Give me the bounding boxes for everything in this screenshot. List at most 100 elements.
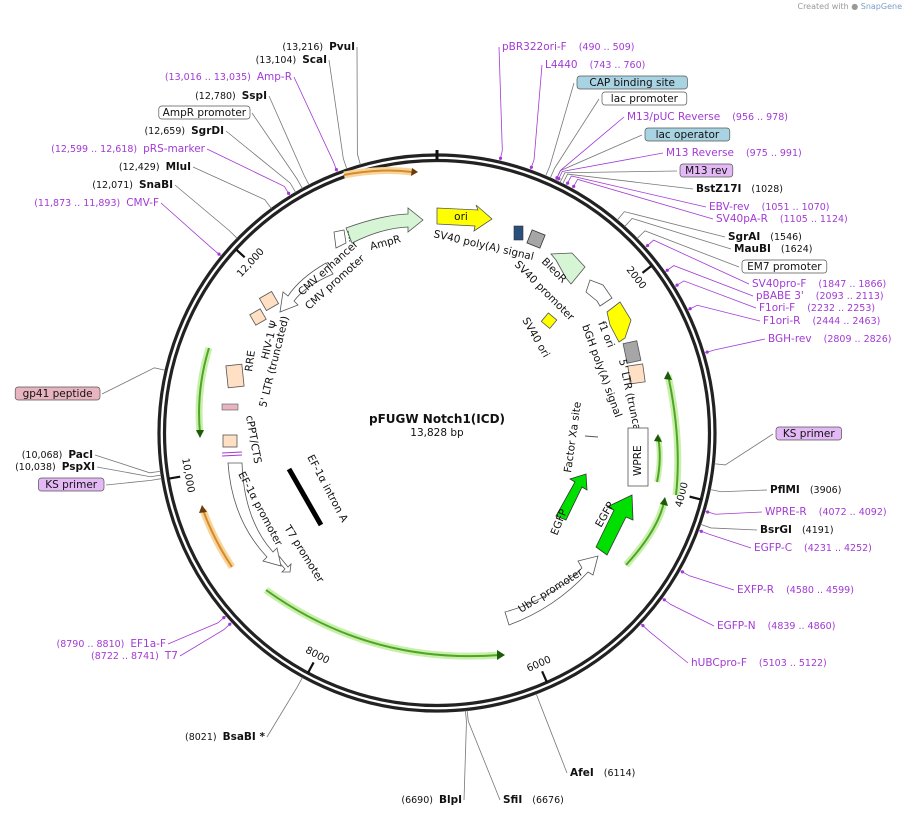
site-label-name: SgrDI (191, 125, 224, 137)
site-label-name: F1ori-R (763, 315, 800, 327)
feature-factor-xa-tick (584, 435, 599, 438)
feature-sv40pa-box (526, 229, 546, 249)
site-leader-line (640, 623, 689, 664)
site-label-box (679, 163, 734, 178)
site-leader-line (555, 134, 643, 181)
site-label-name: EGFP-C (754, 542, 792, 554)
site-label-coord: (12,780) (195, 91, 236, 102)
site-label-name: PvuI (329, 41, 355, 53)
svg-text:hUBCpro-F(5103 .. 5122): hUBCpro-F(5103 .. 5122) (691, 657, 827, 669)
svg-text:(12,071)SnaBI: (12,071)SnaBI (92, 179, 173, 191)
svg-text:M13/pUC Reverse(956 .. 978): M13/pUC Reverse(956 .. 978) (627, 111, 788, 123)
site-label: lac operator (644, 127, 731, 142)
site-label-coord: (1546) (770, 232, 802, 243)
site-label-coord: (6676) (532, 795, 564, 806)
site-leader-line (700, 523, 758, 531)
svg-text:(12,599 .. 12,618)pRS-marker: (12,599 .. 12,618)pRS-marker (51, 143, 206, 155)
site-leader-line (266, 677, 303, 738)
site-label: (12,780)SspI (195, 90, 267, 102)
site-label-box (601, 91, 688, 106)
feature-bgh-box (622, 340, 642, 364)
site-label-coord: (2093 .. 2113) (816, 291, 884, 302)
site-leader-line (636, 230, 740, 268)
feature-egfp-outer-arrow (595, 494, 634, 556)
feature-hiv-psi-box (258, 290, 280, 312)
svg-text:pBABE 3'(2093 .. 2113): pBABE 3'(2093 .. 2113) (756, 290, 884, 302)
site-label-name: BsrGI (760, 524, 792, 536)
site-label: KS primer (38, 477, 105, 492)
primer-marker (498, 156, 503, 160)
svg-text:MauBI(1624): MauBI(1624) (734, 243, 813, 255)
site-label: AmpR promoter (158, 105, 251, 120)
site-label: F1ori-R (2444 .. 2463) (763, 315, 880, 327)
site-label-name: SgrAI (728, 231, 760, 243)
site-label-coord: (8722 .. 8741) (91, 651, 159, 662)
site-label-box (158, 105, 251, 120)
primer-marker (706, 510, 710, 514)
site-leader-line (293, 76, 338, 173)
site-label: (13,104)ScaI (256, 54, 327, 66)
site-label-box (576, 75, 688, 90)
svg-text:EBV-rev(1051 .. 1070): EBV-rev(1051 .. 1070) (709, 201, 830, 213)
svg-text:SV40pA-R(1105 .. 1124): SV40pA-R(1105 .. 1124) (716, 213, 848, 225)
site-label: KS primer (775, 426, 842, 441)
tick-mark (641, 264, 653, 274)
feature-label-ubc: UbC promoter (516, 566, 585, 616)
site-label: (12,599 .. 12,618)pRS-marker (51, 143, 206, 155)
site-label: hUBCpro-F(5103 .. 5122) (691, 657, 827, 669)
svg-text:L4440(743 .. 760): L4440(743 .. 760) (545, 59, 645, 71)
site-label: F1ori-F(2232 .. 2253) (759, 302, 875, 314)
primer-marker (334, 167, 338, 172)
site-label-coord: (4231 .. 4252) (804, 543, 872, 554)
site-label-coord: (13,016 .. 13,035) (165, 72, 251, 83)
feature-cmv-enhancer-arrow (279, 262, 334, 313)
svg-text:WPRE-R(4072 .. 4092): WPRE-R(4072 .. 4092) (765, 506, 887, 518)
site-label-coord: (6690) (401, 795, 433, 806)
site-label-name: BsaBI * (223, 731, 266, 743)
site-label: (12,429)MluI (119, 161, 191, 173)
site-label: WPRE-R(4072 .. 4092) (765, 506, 887, 518)
site-label: (8021)BsaBI * (185, 731, 265, 743)
site-leader-line (192, 166, 272, 209)
site-leader-line (466, 710, 501, 801)
site-leader-line (268, 95, 310, 186)
site-label-name: BGH-rev (768, 333, 812, 345)
site-label-name: AfeI (570, 767, 594, 779)
feature-ltr-right-box (627, 363, 646, 385)
site-label-coord: (2444 .. 2463) (812, 316, 880, 327)
feature-cppt-marker-2 (221, 454, 243, 457)
site-label: lac promoter (601, 91, 688, 106)
svg-text:F1ori-F(2232 .. 2253): F1ori-F(2232 .. 2253) (759, 302, 875, 314)
feature-ori-arrow (436, 204, 493, 232)
feature-label-ef1a-intron: EF-1α intron A (304, 453, 350, 525)
site-label-coord: (12,599 .. 12,618) (51, 144, 137, 155)
site-label-name: WPRE-R (765, 506, 807, 518)
site-leader-line (101, 367, 166, 395)
site-label-coord: (3906) (810, 485, 842, 496)
feature-ltr-left-box (249, 308, 267, 326)
site-label-name: M13 Reverse (666, 147, 734, 159)
svg-text:(8722 .. 8741)T7: (8722 .. 8741)T7 (91, 650, 178, 662)
svg-text:(10,068)PacI: (10,068)PacI (22, 449, 93, 461)
site-label-coord: (6114) (604, 768, 636, 779)
site-label-name: SV40pA-R (716, 213, 768, 225)
site-label-coord: (975 .. 991) (746, 148, 802, 159)
site-label-coord: (1028) (751, 184, 783, 195)
site-label: SV40pA-R(1105 .. 1124) (716, 213, 848, 225)
site-label-coord: (10,038) (15, 462, 56, 473)
feature-label-cppt: cPPT/CTS (243, 414, 263, 464)
svg-text:(8790 .. 8810)EF1a-F: (8790 .. 8810)EF1a-F (57, 638, 166, 650)
svg-text:pBR322ori-F(490 .. 509): pBR322ori-F(490 .. 509) (502, 41, 634, 53)
feature-f1-ori-arrow (606, 301, 632, 343)
primer-marker (529, 165, 533, 169)
site-leader-line (160, 202, 222, 257)
feature-cppt-box (222, 434, 238, 448)
svg-text:(13,016 .. 13,035)Amp-R: (13,016 .. 13,035)Amp-R (165, 71, 292, 83)
primer-marker (680, 570, 685, 574)
feature-lac-box (513, 225, 524, 241)
site-label-name: AmpR promoter (163, 107, 247, 119)
site-label-coord: (2232 .. 2253) (807, 303, 875, 314)
primer-marker (566, 181, 570, 185)
site-leader-line (562, 173, 694, 190)
feature-label-t7: T7 promoter (281, 522, 327, 585)
